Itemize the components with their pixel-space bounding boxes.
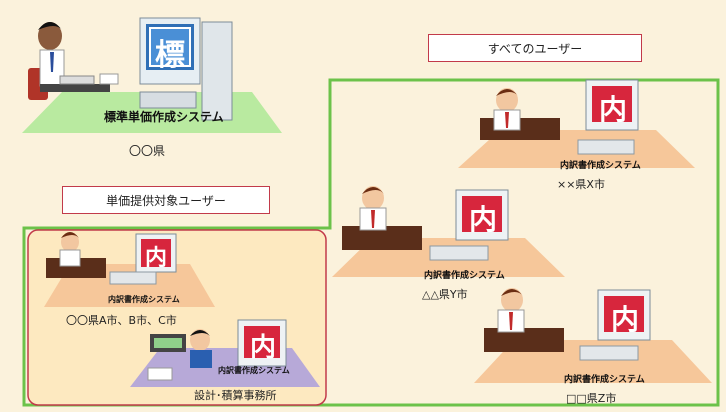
office-illustration	[147, 319, 287, 381]
top-prefecture: 〇〇県	[129, 144, 166, 158]
x-city-illustration	[480, 79, 639, 155]
office-place: 設計･積算事務所	[194, 389, 277, 402]
abc-city-monitor-char: 内	[145, 246, 168, 271]
z-city-illustration	[484, 288, 651, 361]
abc-city-illustration	[46, 232, 177, 285]
y-city-place: △△県Y市	[422, 288, 468, 301]
y-city-illustration	[342, 186, 509, 261]
office-system-name: 内訳書作成システム	[218, 366, 290, 375]
office-monitor-char: 内	[250, 333, 277, 363]
top-system-name: 標準単価作成システム	[104, 110, 224, 124]
top-person-illustration	[28, 22, 119, 100]
all-users-label: すべてのユーザー	[428, 34, 642, 62]
z-city-system-name: 内訳書作成システム	[564, 375, 645, 385]
y-city-monitor-char: 内	[469, 203, 498, 236]
abc-city-system-name: 内訳書作成システム	[108, 295, 180, 304]
target-users-label: 単価提供対象ユーザー	[62, 186, 270, 214]
y-city-system-name: 内訳書作成システム	[424, 271, 505, 281]
z-city-place: □□県Z市	[566, 392, 617, 405]
all-users-region	[22, 78, 720, 407]
abc-city-place: 〇〇県A市、B市、C市	[66, 314, 177, 327]
x-city-system-name: 内訳書作成システム	[560, 161, 641, 171]
top-computer-illustration	[139, 17, 233, 121]
top-monitor-char: 標	[155, 38, 185, 73]
x-city-place: ××県X市	[557, 178, 605, 191]
z-city-monitor-char: 内	[611, 303, 640, 336]
x-city-monitor-char: 内	[599, 93, 628, 126]
